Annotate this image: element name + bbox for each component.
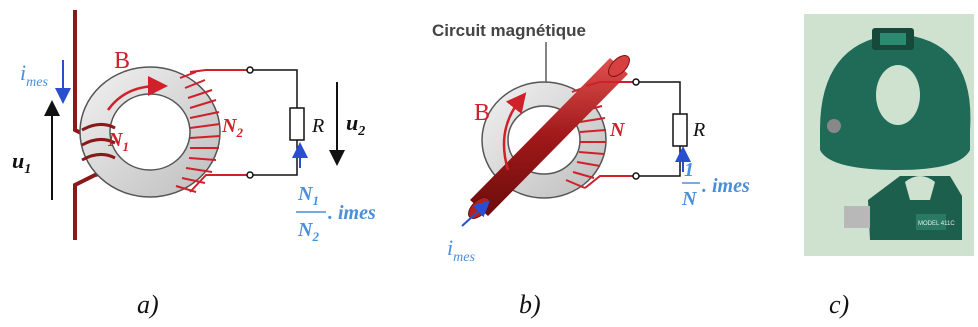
current-arrow <box>461 200 490 227</box>
secondary-winding <box>175 71 221 193</box>
caption-c: c) <box>829 290 850 319</box>
primary-winding <box>81 123 116 162</box>
resistor-label: R <box>311 115 324 137</box>
voltage-primary-label: u1 <box>12 148 31 177</box>
svg-text:1: 1 <box>684 159 694 181</box>
panel-c-photo: MODEL 411C <box>804 14 974 256</box>
magnetic-circuit-title: Circuit magnétique <box>432 21 586 40</box>
terminal-bottom <box>632 172 640 180</box>
secondary-leads <box>584 81 636 189</box>
terminal-bottom <box>246 171 254 179</box>
svg-text:. imes: . imes <box>328 202 376 224</box>
field-label-b: B <box>114 48 130 74</box>
current-probe-large <box>820 28 971 170</box>
winding-label: N <box>609 119 626 141</box>
winding-secondary-label: N2 <box>221 115 243 140</box>
field-label-b: B <box>474 100 490 126</box>
secondary-current-formula: 1 N . imes <box>681 159 750 210</box>
resistor <box>289 107 305 141</box>
terminal-top <box>246 66 254 74</box>
resistor <box>672 113 688 147</box>
current-probe-small: MODEL 411C <box>844 176 962 240</box>
terminal-top <box>632 78 640 86</box>
svg-text:N: N <box>681 188 698 210</box>
secondary-leads <box>189 69 250 193</box>
current-label: imes <box>447 235 475 265</box>
svg-text:N2: N2 <box>297 219 319 244</box>
panel-b: Circuit magnétique B N <box>432 21 750 265</box>
resistor-label: R <box>692 119 705 141</box>
svg-text:. imes: . imes <box>702 175 750 197</box>
svg-text:N1: N1 <box>297 183 319 208</box>
flux-arrow <box>502 92 527 171</box>
panel-a: B N1 N2 R u2 u1 imes N1 <box>12 10 376 244</box>
device-label: MODEL 411C <box>918 221 955 227</box>
secondary-current-formula: N1 N2 . imes <box>296 183 376 244</box>
winding-primary-label: N1 <box>107 129 129 154</box>
voltage-secondary-label: u2 <box>346 110 365 139</box>
current-label: imes <box>20 60 48 90</box>
caption-a: a) <box>137 290 159 319</box>
flux-arrow <box>106 76 168 111</box>
caption-b: b) <box>519 290 541 319</box>
